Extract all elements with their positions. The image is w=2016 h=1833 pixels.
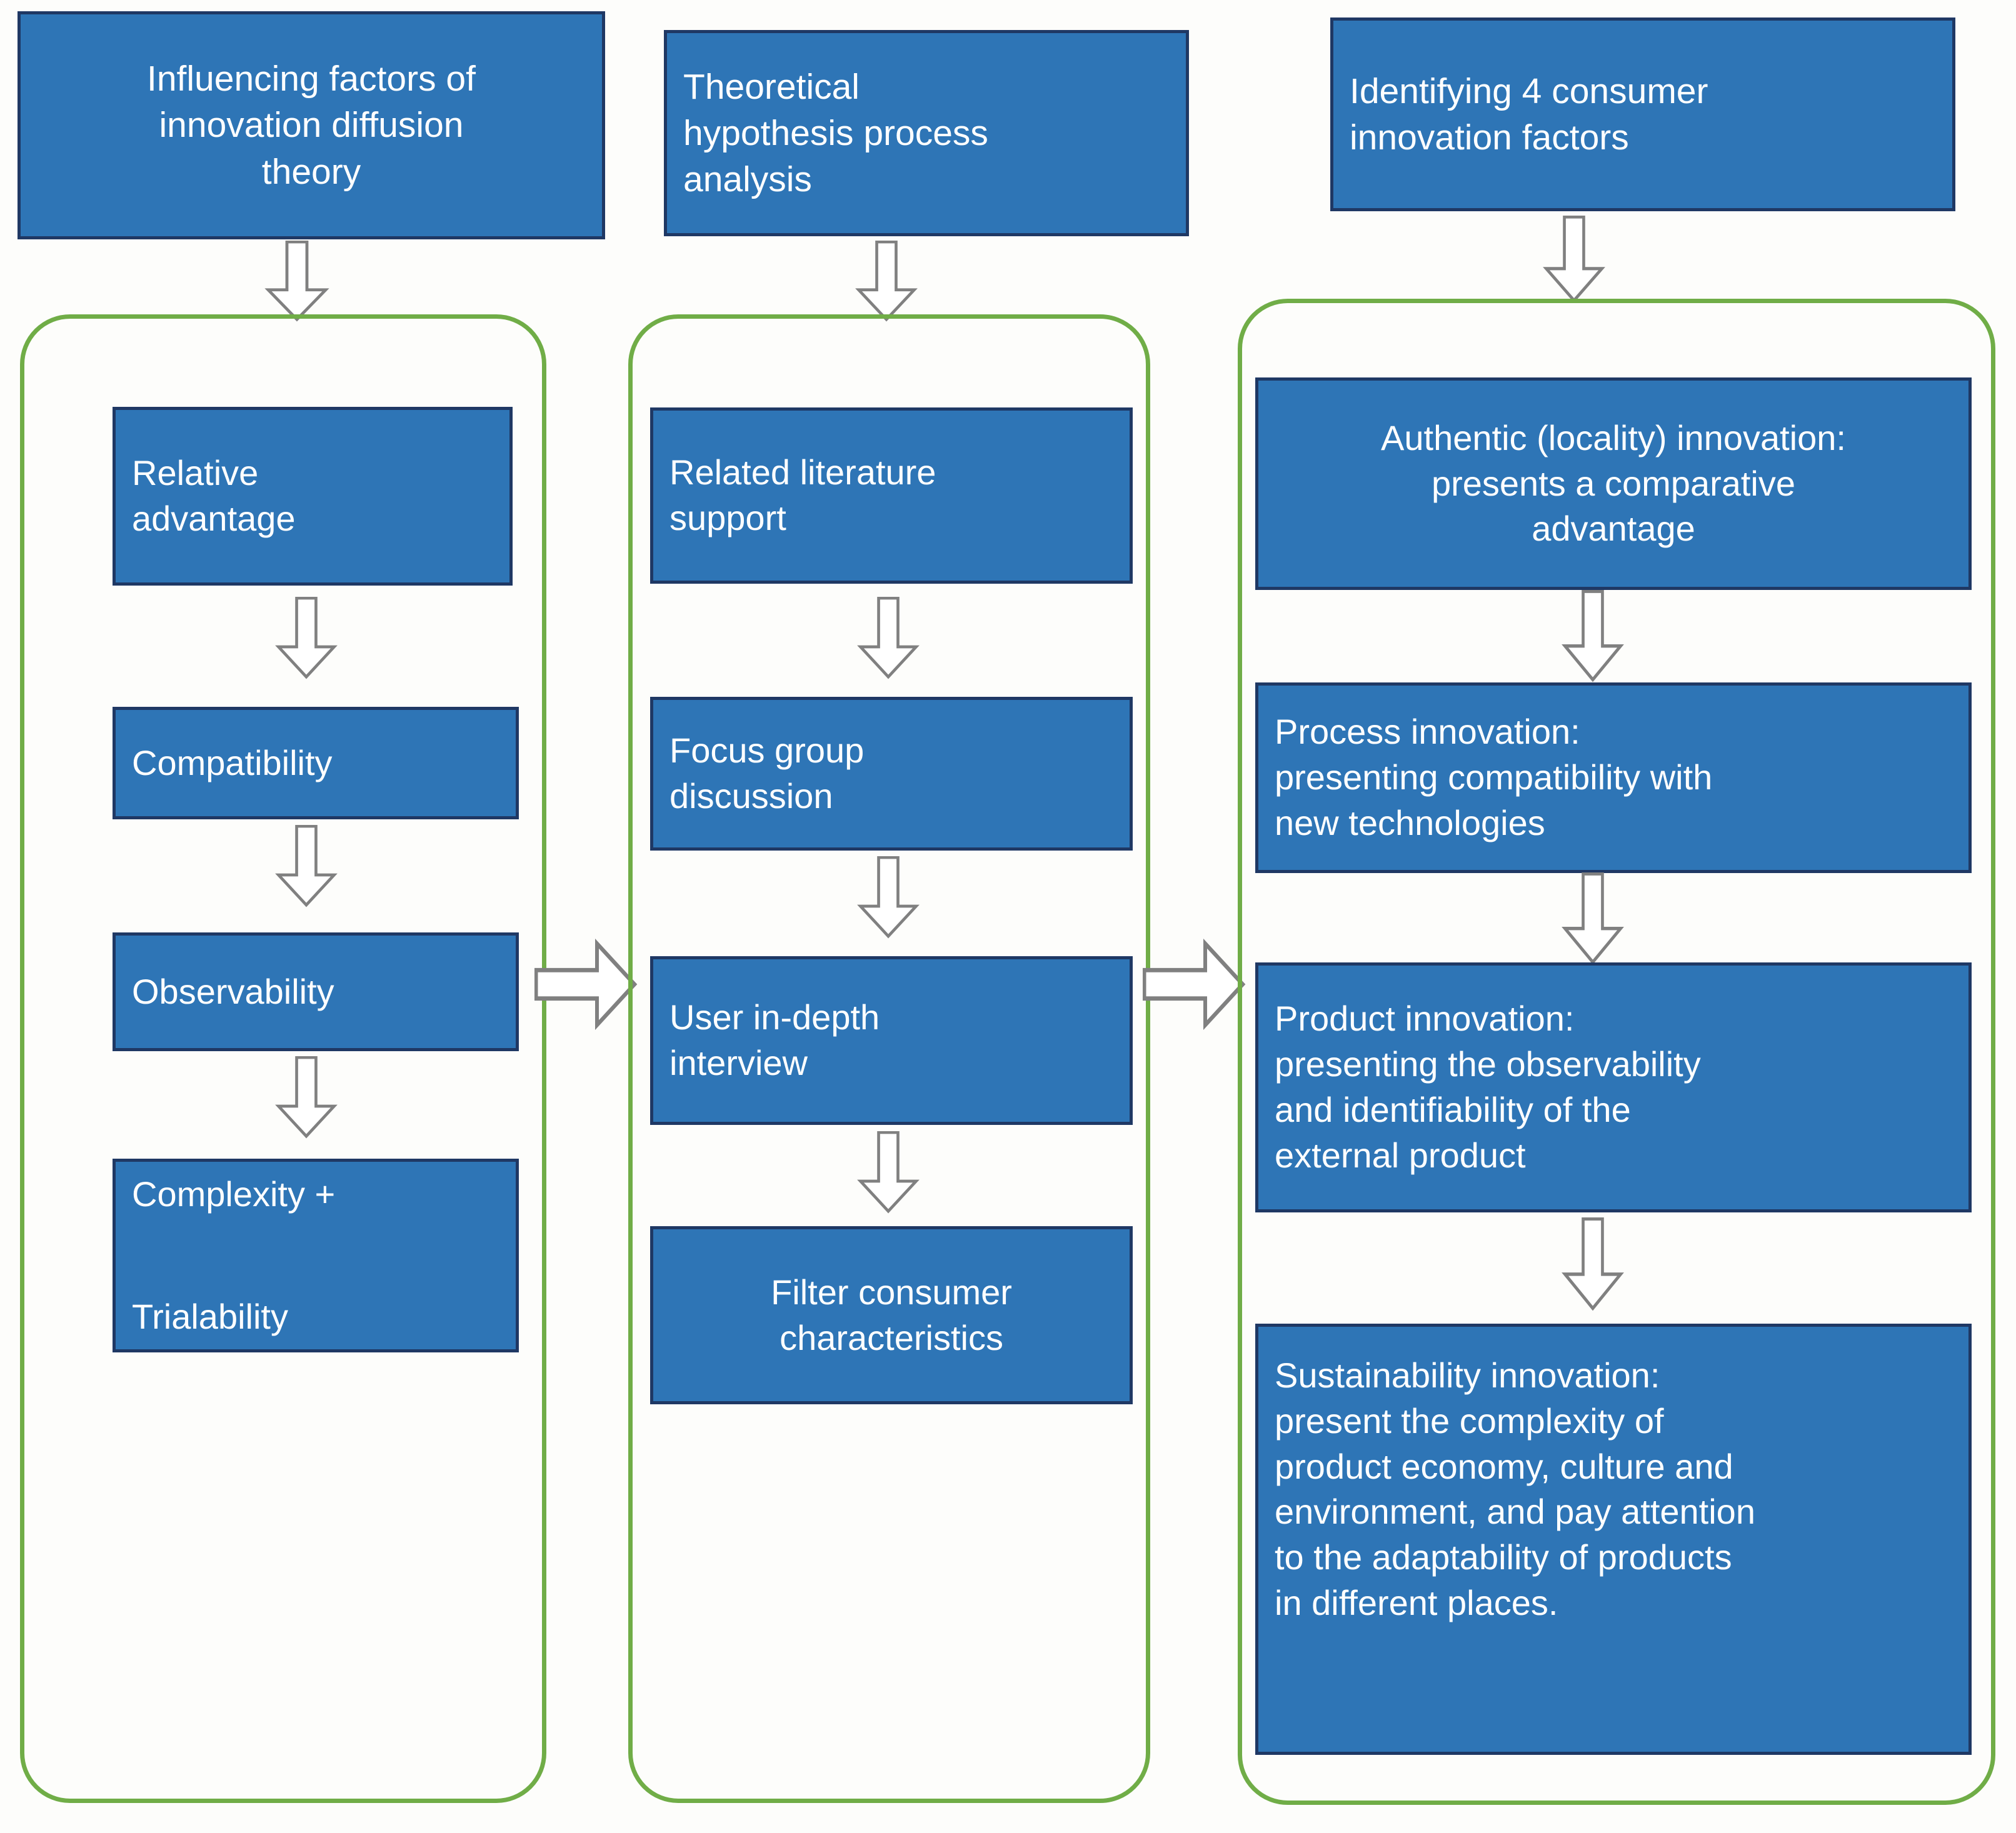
arrow-down-icon-c2-3 <box>852 1131 925 1214</box>
arrow-down-icon-c2-2 <box>852 856 925 939</box>
column-1-step-1-label: Relative advantage <box>132 453 296 538</box>
column-3-header-text: Identifying 4 consumer innovation factor… <box>1350 71 1708 157</box>
column-1-step-1-box: Relative advantage <box>113 407 513 586</box>
column-3-step-4-box: Sustainability innovation: present the c… <box>1255 1324 1972 1755</box>
column-3-step-2-box: Process innovation: presenting compatibi… <box>1255 682 1972 873</box>
column-2-step-1-box: Related literature support <box>650 407 1133 584</box>
column-1-header-box: Influencing factors of innovation diffus… <box>18 11 605 239</box>
arrow-down-icon-c3-3 <box>1557 1217 1629 1311</box>
column-1-step-2-box: Compatibility <box>113 707 519 819</box>
arrow-down-icon-c2-header <box>850 241 923 322</box>
arrow-down-icon-c3-1 <box>1557 590 1629 682</box>
column-3-step-1-box: Authentic (locality) innovation: present… <box>1255 377 1972 590</box>
column-2-step-2-box: Focus group discussion <box>650 697 1133 851</box>
arrow-down-icon-c1-1 <box>270 597 343 679</box>
column-2-step-1-label: Related literature support <box>669 452 936 537</box>
column-1-step-2-label: Compatibility <box>132 742 333 782</box>
column-2-header-text: Theoretical hypothesis process analysis <box>683 66 988 200</box>
column-1-step-4-label: Complexity + Trialability <box>132 1174 336 1336</box>
column-2-step-3-box: User in-depth interview <box>650 956 1133 1125</box>
column-2-step-2-label: Focus group discussion <box>669 731 865 816</box>
column-3-step-4-label: Sustainability innovation: present the c… <box>1275 1356 1755 1622</box>
column-3-step-1-label: Authentic (locality) innovation: present… <box>1381 417 1846 549</box>
column-1-step-3-label: Observability <box>132 971 334 1011</box>
column-2-step-4-label: Filter consumer characteristics <box>771 1272 1012 1357</box>
arrow-down-icon-c3-header <box>1538 216 1610 303</box>
column-2-step-3-label: User in-depth interview <box>669 997 880 1082</box>
column-1-header-text: Influencing factors of innovation diffus… <box>147 59 476 192</box>
arrow-down-icon-c2-1 <box>852 597 925 679</box>
arrow-down-icon-c1-2 <box>270 825 343 907</box>
column-3-header-box: Identifying 4 consumer innovation factor… <box>1330 17 1955 211</box>
column-2-container <box>628 314 1150 1803</box>
arrow-down-icon-c1-3 <box>270 1056 343 1139</box>
arrow-right-icon-2 <box>1143 931 1246 1037</box>
column-1-container <box>20 314 546 1803</box>
column-3-container <box>1238 299 1995 1805</box>
arrow-down-icon-c1-header <box>259 241 334 322</box>
column-3-step-3-box: Product innovation: presenting the obser… <box>1255 962 1972 1212</box>
column-1-step-3-box: Observability <box>113 932 519 1051</box>
arrow-down-icon-c3-2 <box>1557 872 1629 965</box>
column-3-step-3-label: Product innovation: presenting the obser… <box>1275 999 1701 1175</box>
column-2-step-4-box: Filter consumer characteristics <box>650 1226 1133 1404</box>
arrow-right-icon-1 <box>534 931 638 1037</box>
column-1-step-4-box: Complexity + Trialability <box>113 1159 519 1352</box>
column-3-step-2-label: Process innovation: presenting compatibi… <box>1275 712 1713 842</box>
column-2-header-box: Theoretical hypothesis process analysis <box>664 30 1189 236</box>
